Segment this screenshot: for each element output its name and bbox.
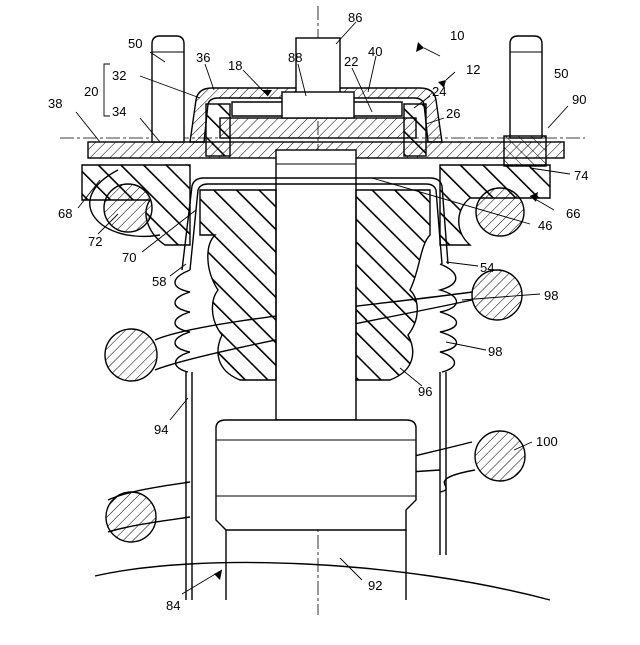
label-20: 20 xyxy=(84,84,98,99)
label-58: 58 xyxy=(152,274,166,289)
label-68: 68 xyxy=(58,206,72,221)
label-88: 88 xyxy=(288,50,302,65)
label-84: 84 xyxy=(166,598,180,613)
label-70: 70 xyxy=(122,250,136,265)
label-36: 36 xyxy=(196,50,210,65)
piston-rod xyxy=(276,38,356,420)
label-72: 72 xyxy=(88,234,102,249)
label-94: 94 xyxy=(154,422,168,437)
label-34: 34 xyxy=(112,104,126,119)
label-10: 10 xyxy=(450,28,464,43)
spring-section-left-mid xyxy=(105,329,157,381)
break-line xyxy=(95,563,550,601)
label-12: 12 xyxy=(466,62,480,77)
label-92: 92 xyxy=(368,578,382,593)
spring-section-left-low xyxy=(106,492,156,542)
label-86: 86 xyxy=(348,10,362,25)
label-98-upper: 98 xyxy=(544,288,558,303)
label-38: 38 xyxy=(48,96,62,111)
brace-20 xyxy=(104,64,110,116)
label-50-right: 50 xyxy=(554,66,568,81)
label-40: 40 xyxy=(368,44,382,59)
label-26: 26 xyxy=(446,106,460,121)
label-90: 90 xyxy=(572,92,586,107)
spring-section-right-low xyxy=(475,431,525,481)
label-50-left: 50 xyxy=(128,36,142,51)
label-32: 32 xyxy=(112,68,126,83)
label-74: 74 xyxy=(574,168,588,183)
label-66: 66 xyxy=(566,206,580,221)
label-54: 54 xyxy=(480,260,494,275)
label-46: 46 xyxy=(538,218,552,233)
stud-bolt-right xyxy=(504,36,546,166)
label-22: 22 xyxy=(344,54,358,69)
label-100: 100 xyxy=(536,434,558,449)
label-96: 96 xyxy=(418,384,432,399)
stud-bolt-left xyxy=(152,36,184,142)
label-98-lower: 98 xyxy=(488,344,502,359)
label-24: 24 xyxy=(432,84,446,99)
spring-section-right-mid xyxy=(472,270,522,320)
label-18: 18 xyxy=(228,58,242,73)
